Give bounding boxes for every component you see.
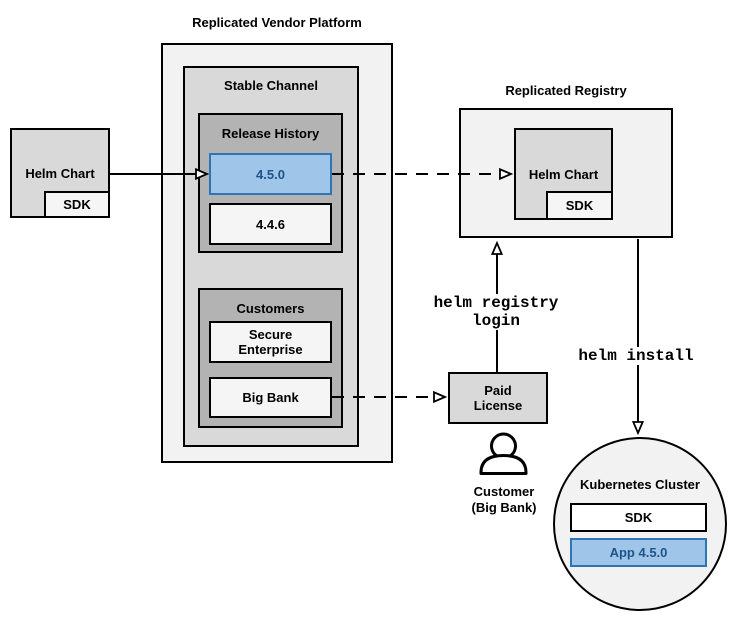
customer-person-icon [479, 432, 528, 475]
customer-big-bank-label: Big Bank [242, 390, 299, 405]
helm-registry-login-command: helm registry login [406, 294, 586, 330]
registry-sdk-box: SDK [546, 191, 613, 220]
cluster-sdk-box: SDK [570, 503, 707, 532]
customer-caption: Customer (Big Bank) [471, 484, 537, 515]
arrow-registry-to-cluster [631, 239, 645, 436]
release-4-5-0-label: 4.5.0 [256, 166, 285, 182]
registry-sdk-label: SDK [565, 198, 594, 213]
customer-secure-enterprise-box: Secure Enterprise [209, 321, 332, 363]
release-history-label: Release History [221, 126, 320, 141]
cluster-app-box: App 4.5.0 [570, 538, 707, 567]
customer-big-bank-box: Big Bank [209, 377, 332, 418]
release-4-4-6-label: 4.4.6 [256, 216, 285, 232]
release-4-4-6-box: 4.4.6 [209, 203, 332, 245]
source-sdk-box: SDK [44, 191, 110, 218]
cluster-app-label: App 4.5.0 [609, 545, 668, 560]
paid-license-label: Paid License [473, 383, 523, 413]
kubernetes-cluster-title: Kubernetes Cluster [580, 477, 700, 492]
customer-secure-enterprise-label: Secure Enterprise [238, 327, 303, 357]
registry-helm-chart-label: Helm Chart [528, 166, 599, 182]
paid-license-box: Paid License [448, 372, 548, 424]
cluster-sdk-label: SDK [624, 510, 653, 525]
helm-install-command: helm install [577, 347, 695, 365]
replicated-registry-title: Replicated Registry [505, 83, 627, 98]
source-sdk-label: SDK [63, 197, 91, 212]
stable-channel-label: Stable Channel [224, 78, 318, 93]
vendor-platform-title: Replicated Vendor Platform [192, 15, 362, 30]
customers-label: Customers [236, 301, 305, 316]
release-4-5-0-box: 4.5.0 [209, 153, 332, 195]
source-helm-chart-label: Helm Chart [25, 165, 95, 181]
